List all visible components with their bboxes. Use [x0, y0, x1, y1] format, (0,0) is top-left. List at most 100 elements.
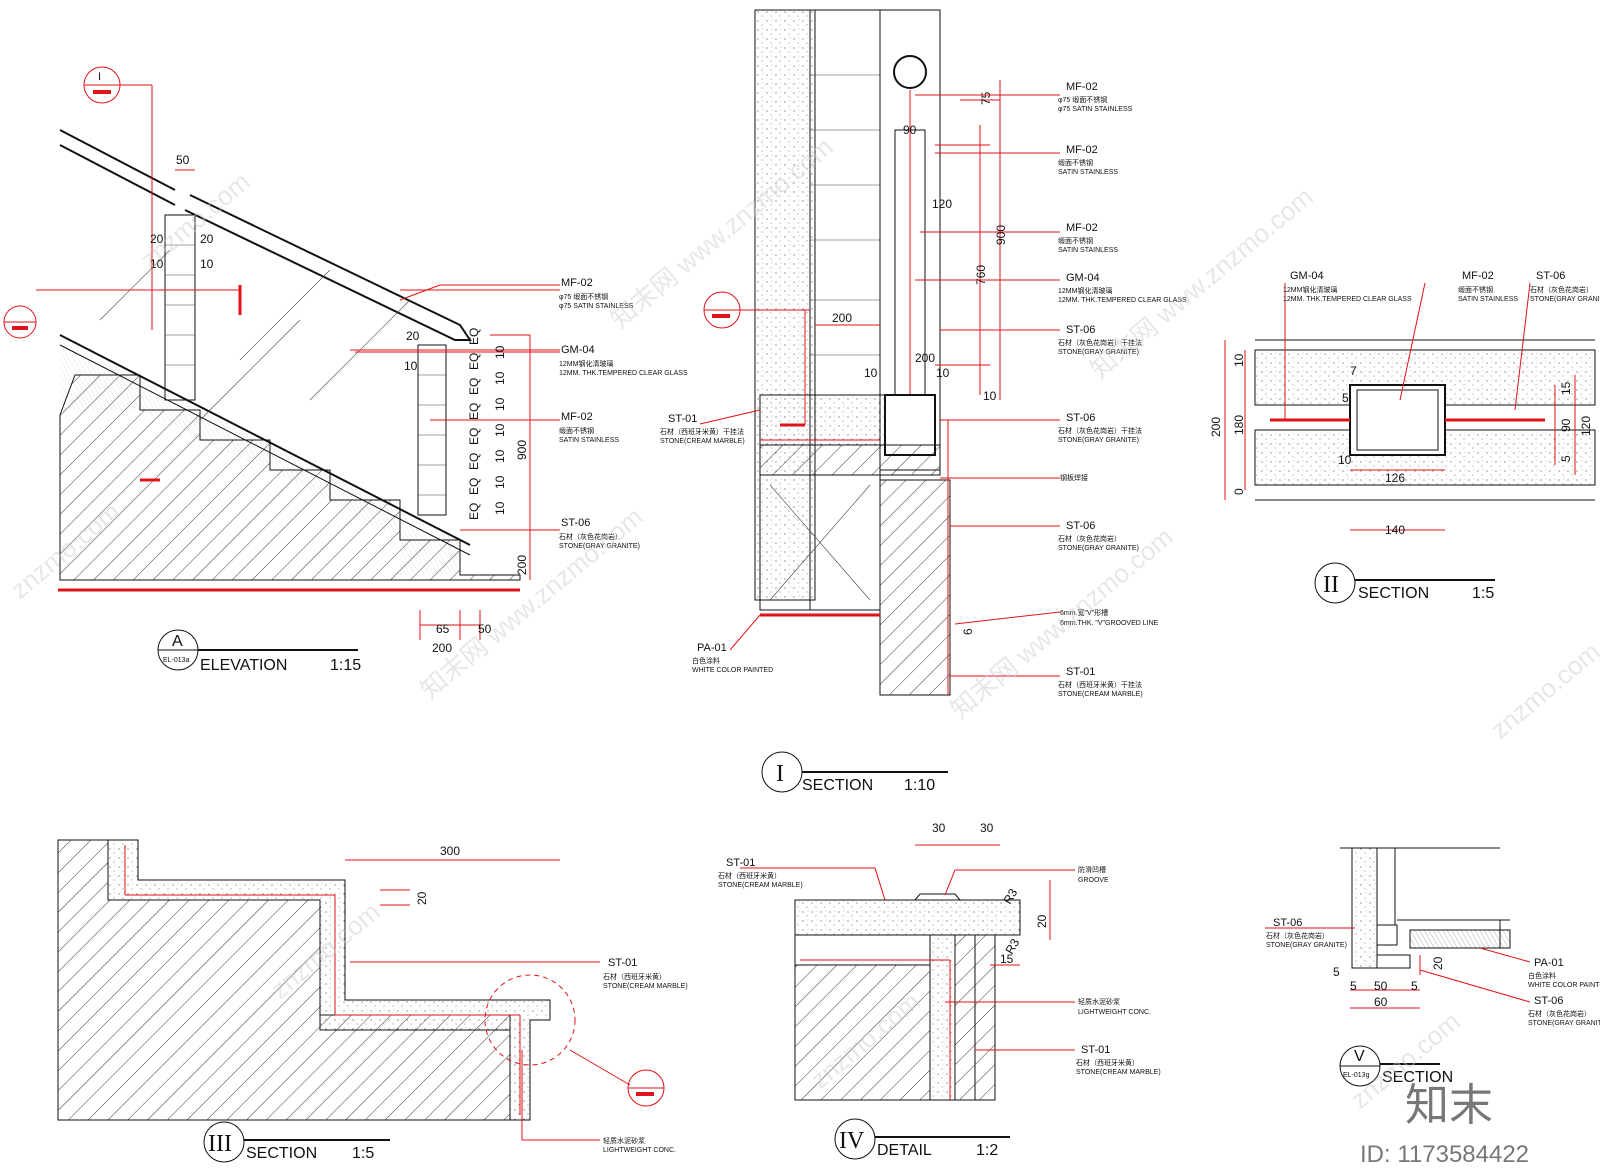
- svg-text:12MM. THK.TEMPERED CLEAR GLASS: 12MM. THK.TEMPERED CLEAR GLASS: [559, 370, 688, 377]
- svg-text:20: 20: [200, 232, 214, 246]
- svg-text:缎面不锈钢: 缎面不锈钢: [1458, 285, 1493, 294]
- label-mf02-elev-1: MF-02 φ75 缎面不锈钢 φ75 SATIN STAINLESS: [399, 277, 634, 310]
- svg-text:10: 10: [404, 359, 418, 373]
- svg-text:5: 5: [1350, 979, 1357, 993]
- svg-text:石材（西班牙米黄）干挂法: 石材（西班牙米黄）干挂法: [1058, 680, 1142, 689]
- svg-text:10: 10: [493, 449, 507, 463]
- section-iii-view: 300 20 ST-01 石材（西班牙米黄） STONE(CREAM MARBL…: [57, 839, 688, 1163]
- label-conc-det4: 轻质水泥砂浆 LIGHTWEIGHT CONC.: [945, 997, 1151, 1016]
- svg-text:钢板焊接: 钢板焊接: [1060, 473, 1088, 482]
- callout-marker-ii-elev: [3, 289, 240, 339]
- svg-text:STONE(CREAM MARBLE): STONE(CREAM MARBLE): [718, 882, 803, 889]
- svg-text:石材（西班牙米黄）干挂法: 石材（西班牙米黄）干挂法: [660, 427, 744, 436]
- label-groove6: 6mm.宽"V"形槽 6mm.THK. "V"GROOVED LINE: [954, 608, 1159, 627]
- svg-text:WHITE COLOR PAINTED: WHITE COLOR PAINTED: [692, 667, 773, 674]
- label-mf02-sec2: MF-02 缎面不锈钢 SATIN STAINLESS: [1399, 270, 1518, 401]
- svg-text:缎面不锈钢: 缎面不锈钢: [559, 426, 594, 435]
- svg-text:50: 50: [1374, 979, 1388, 993]
- svg-text:5: 5: [1342, 391, 1349, 405]
- svg-text:EQ: EQ: [467, 403, 481, 420]
- svg-text:GROOVE: GROOVE: [1078, 877, 1109, 884]
- svg-text:20: 20: [150, 232, 164, 246]
- svg-text:5: 5: [1559, 455, 1573, 462]
- label-st06-elev: ST-06 石材（灰色花岗岩） STONE(GRAY GRANITE): [460, 517, 640, 550]
- svg-text:GM-04: GM-04: [1290, 270, 1324, 282]
- callout-marker-iv: [627, 1069, 665, 1107]
- detail-iv-view: 30 30 R3 R3 20 15 ST-01 石材（西班牙米黄） STONE(…: [718, 821, 1161, 1160]
- section-ii-view: 10 180 200 0 7 5 10 126 140 15 90 120 5 …: [1209, 270, 1600, 604]
- svg-text:10: 10: [983, 389, 997, 403]
- svg-text:MF-02: MF-02: [561, 411, 593, 423]
- svg-text:EQ: EQ: [467, 353, 481, 370]
- label-pa01-sec5: PA-01 白色涂料 WHITE COLOR PAINTED: [1479, 947, 1600, 989]
- svg-text:II: II: [1323, 572, 1339, 598]
- title-elevation: A EL-013a ELEVATION 1:15: [157, 629, 361, 674]
- svg-text:10: 10: [150, 257, 164, 271]
- svg-text:200: 200: [832, 311, 852, 325]
- svg-text:50: 50: [176, 153, 190, 167]
- svg-text:1:2: 1:2: [976, 1142, 998, 1159]
- svg-text:石材（灰色花岗岩）: 石材（灰色花岗岩）: [559, 532, 622, 541]
- svg-text:石材（西班牙米黄）: 石材（西班牙米黄）: [718, 871, 781, 880]
- svg-text:200: 200: [1209, 417, 1223, 437]
- svg-text:石材（灰色花岗岩）干挂法: 石材（灰色花岗岩）干挂法: [1058, 426, 1142, 435]
- svg-text:140: 140: [1385, 523, 1405, 537]
- label-st01-det4-top: ST-01 石材（西班牙米黄） STONE(CREAM MARBLE): [718, 857, 886, 901]
- svg-text:EL-013g: EL-013g: [1343, 1072, 1370, 1079]
- svg-text:12MM钢化清玻璃: 12MM钢化清玻璃: [1058, 286, 1112, 295]
- label-conc-sec3: 轻质水泥砂浆 LIGHTWEIGHT CONC.: [521, 1050, 676, 1154]
- label-pa01-sec1: PA-01 白色涂料 WHITE COLOR PAINTED: [692, 614, 773, 674]
- callout-marker-i: I: [83, 66, 153, 330]
- svg-text:GM-04: GM-04: [1066, 272, 1100, 284]
- svg-text:III: III: [208, 1131, 232, 1157]
- svg-text:SATIN STAINLESS: SATIN STAINLESS: [559, 437, 619, 444]
- svg-text:MF-02: MF-02: [1462, 270, 1494, 282]
- svg-text:EQ: EQ: [467, 328, 481, 345]
- svg-text:ST-06: ST-06: [561, 517, 590, 529]
- svg-text:STONE(CREAM MARBLE): STONE(CREAM MARBLE): [603, 983, 688, 990]
- svg-text:12MM钢化清玻璃: 12MM钢化清玻璃: [559, 359, 613, 368]
- title-section-i: I SECTION 1:10: [761, 751, 948, 794]
- svg-text:V: V: [1354, 1048, 1365, 1065]
- svg-text:I: I: [98, 71, 101, 83]
- svg-text:ELEVATION: ELEVATION: [200, 657, 287, 674]
- svg-text:ST-01: ST-01: [668, 413, 697, 425]
- svg-text:30: 30: [980, 821, 994, 835]
- svg-text:白色涂料: 白色涂料: [692, 656, 720, 665]
- label-st01-sec3: ST-01 石材（西班牙米黄） STONE(CREAM MARBLE): [350, 957, 688, 990]
- svg-text:I: I: [776, 761, 784, 787]
- svg-text:SECTION: SECTION: [1382, 1069, 1453, 1086]
- title-section-v: V EL-013g SECTION: [1339, 1045, 1453, 1087]
- svg-text:φ75 SATIN STAINLESS: φ75 SATIN STAINLESS: [559, 303, 634, 310]
- svg-text:ST-06: ST-06: [1536, 270, 1565, 282]
- svg-text:石材（灰色花岗岩）: 石材（灰色花岗岩）: [1528, 1009, 1591, 1018]
- svg-text:STONE(GRAY GRANITE): STONE(GRAY GRANITE): [1058, 437, 1139, 444]
- svg-text:ST-06: ST-06: [1534, 995, 1563, 1007]
- svg-text:90: 90: [1559, 418, 1573, 432]
- svg-text:15: 15: [1000, 952, 1014, 966]
- label-st06-sec1-2: ST-06 石材（灰色花岗岩）干挂法 STONE(GRAY GRANITE): [940, 412, 1142, 444]
- label-mf02-sec1-1: MF-02 φ75 缎面不锈钢 φ75 SATIN STAINLESS: [915, 81, 1133, 113]
- title-detail-iv: IV DETAIL 1:2: [834, 1118, 1010, 1160]
- svg-text:STONE(CREAM MARBLE): STONE(CREAM MARBLE): [1058, 691, 1143, 698]
- svg-text:STONE(CREAM MARBLE): STONE(CREAM MARBLE): [1076, 1069, 1161, 1076]
- svg-text:10: 10: [1232, 353, 1246, 367]
- section-v-view: 20 5 5 50 5 60 ST-06 石材（灰色花岗岩） STONE(GRA…: [1265, 847, 1600, 1087]
- svg-text:STONE(CREAM MARBLE): STONE(CREAM MARBLE): [660, 438, 745, 445]
- svg-text:MF-02: MF-02: [1066, 144, 1098, 156]
- label-st06-sec1-1: ST-06 石材（灰色花岗岩）干挂法 STONE(GRAY GRANITE): [940, 324, 1142, 356]
- svg-text:IV: IV: [839, 1128, 865, 1154]
- svg-text:ST-06: ST-06: [1066, 324, 1095, 336]
- svg-text:白色涂料: 白色涂料: [1528, 971, 1556, 980]
- svg-text:φ75 缎面不锈钢: φ75 缎面不锈钢: [559, 292, 608, 301]
- svg-text:MF-02: MF-02: [561, 277, 593, 289]
- drawing-id: ID: 1173584422: [1360, 1141, 1529, 1168]
- svg-text:R3: R3: [1002, 936, 1022, 957]
- svg-text:ST-06: ST-06: [1066, 520, 1095, 532]
- svg-text:EQ: EQ: [467, 503, 481, 520]
- svg-text:5: 5: [1333, 965, 1340, 979]
- svg-text:10: 10: [493, 423, 507, 437]
- svg-text:10: 10: [493, 501, 507, 515]
- section-i-view: 75 90 120 900 760 200 200 10 10 10 6 MF-…: [660, 9, 1187, 794]
- svg-text:12MM钢化清玻璃: 12MM钢化清玻璃: [1283, 285, 1337, 294]
